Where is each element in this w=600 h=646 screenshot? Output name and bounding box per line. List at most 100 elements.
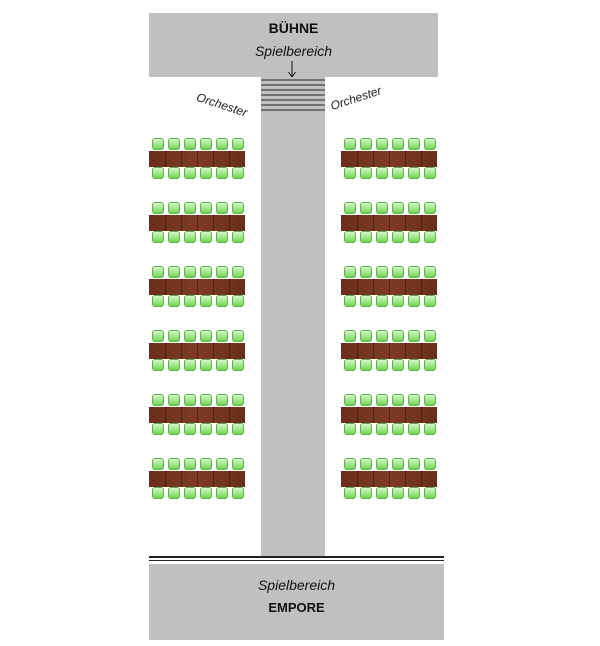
seat[interactable] [216, 138, 228, 150]
seat[interactable] [408, 487, 420, 499]
seat[interactable] [200, 423, 212, 435]
seat[interactable] [360, 394, 372, 406]
seat[interactable] [392, 394, 404, 406]
seat[interactable] [168, 487, 180, 499]
seat[interactable] [200, 458, 212, 470]
seat[interactable] [424, 394, 436, 406]
seat[interactable] [376, 394, 388, 406]
seat[interactable] [216, 330, 228, 342]
seat[interactable] [408, 202, 420, 214]
seat[interactable] [360, 330, 372, 342]
seat[interactable] [168, 231, 180, 243]
seat[interactable] [408, 231, 420, 243]
seat[interactable] [408, 458, 420, 470]
seat[interactable] [232, 138, 244, 150]
seat[interactable] [184, 359, 196, 371]
seat[interactable] [392, 266, 404, 278]
seat[interactable] [360, 423, 372, 435]
seat[interactable] [216, 167, 228, 179]
seat[interactable] [184, 167, 196, 179]
seat[interactable] [168, 458, 180, 470]
seat[interactable] [152, 231, 164, 243]
seat[interactable] [424, 202, 436, 214]
seat[interactable] [424, 295, 436, 307]
seat[interactable] [344, 394, 356, 406]
seat[interactable] [216, 266, 228, 278]
seat[interactable] [216, 487, 228, 499]
seat[interactable] [200, 138, 212, 150]
seat[interactable] [392, 202, 404, 214]
seat[interactable] [408, 266, 420, 278]
seat[interactable] [424, 231, 436, 243]
seat[interactable] [344, 295, 356, 307]
seat[interactable] [408, 295, 420, 307]
seat[interactable] [408, 167, 420, 179]
seat[interactable] [184, 231, 196, 243]
seat[interactable] [184, 295, 196, 307]
seat[interactable] [408, 394, 420, 406]
seat[interactable] [344, 487, 356, 499]
seat[interactable] [200, 359, 212, 371]
seat[interactable] [152, 167, 164, 179]
seat[interactable] [344, 458, 356, 470]
seat[interactable] [152, 423, 164, 435]
seat[interactable] [232, 295, 244, 307]
seat[interactable] [408, 423, 420, 435]
seat[interactable] [200, 202, 212, 214]
seat[interactable] [360, 202, 372, 214]
seat[interactable] [216, 423, 228, 435]
seat[interactable] [152, 202, 164, 214]
seat[interactable] [424, 423, 436, 435]
seat[interactable] [200, 330, 212, 342]
seat[interactable] [360, 458, 372, 470]
seat[interactable] [424, 458, 436, 470]
seat[interactable] [200, 295, 212, 307]
seat[interactable] [344, 231, 356, 243]
seat[interactable] [152, 359, 164, 371]
seat[interactable] [216, 458, 228, 470]
seat[interactable] [360, 266, 372, 278]
seat[interactable] [360, 138, 372, 150]
seat[interactable] [152, 487, 164, 499]
seat[interactable] [168, 295, 180, 307]
seat[interactable] [232, 266, 244, 278]
seat[interactable] [392, 458, 404, 470]
seat[interactable] [216, 359, 228, 371]
seat[interactable] [344, 330, 356, 342]
seat[interactable] [376, 359, 388, 371]
seat[interactable] [168, 330, 180, 342]
seat[interactable] [216, 202, 228, 214]
seat[interactable] [376, 266, 388, 278]
seat[interactable] [408, 359, 420, 371]
seat[interactable] [232, 231, 244, 243]
seat[interactable] [376, 487, 388, 499]
seat[interactable] [344, 138, 356, 150]
seat[interactable] [360, 295, 372, 307]
seat[interactable] [376, 423, 388, 435]
seat[interactable] [392, 295, 404, 307]
seat[interactable] [392, 138, 404, 150]
seat[interactable] [184, 266, 196, 278]
seat[interactable] [344, 423, 356, 435]
seat[interactable] [152, 458, 164, 470]
seat[interactable] [232, 394, 244, 406]
seat[interactable] [376, 295, 388, 307]
seat[interactable] [408, 138, 420, 150]
seat[interactable] [200, 394, 212, 406]
seat[interactable] [184, 202, 196, 214]
seat[interactable] [424, 138, 436, 150]
seat[interactable] [152, 330, 164, 342]
seat[interactable] [216, 394, 228, 406]
seat[interactable] [392, 167, 404, 179]
seat[interactable] [200, 487, 212, 499]
seat[interactable] [152, 295, 164, 307]
seat[interactable] [392, 330, 404, 342]
seat[interactable] [184, 394, 196, 406]
seat[interactable] [360, 359, 372, 371]
seat[interactable] [168, 167, 180, 179]
seat[interactable] [168, 394, 180, 406]
seat[interactable] [424, 487, 436, 499]
seat[interactable] [184, 423, 196, 435]
seat[interactable] [424, 167, 436, 179]
seat[interactable] [152, 266, 164, 278]
